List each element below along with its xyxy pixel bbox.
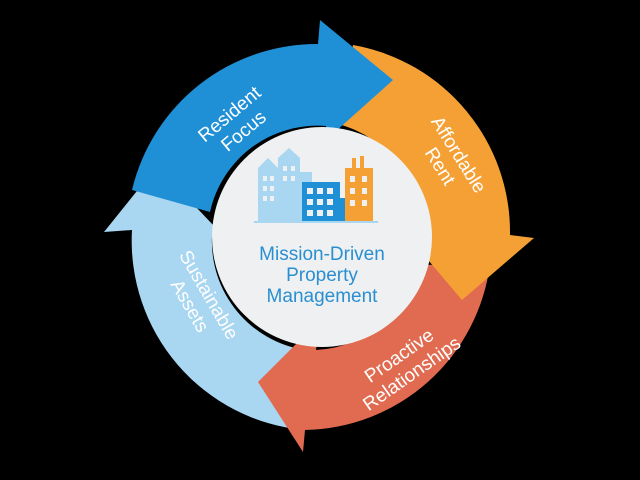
center-line-2: Property	[286, 265, 358, 286]
proactive-relationships-arrow	[258, 264, 490, 452]
sustainable-assets-arrow	[104, 166, 305, 430]
center-circle	[212, 127, 432, 347]
affordable-rent-arrow	[338, 45, 534, 300]
center-line-3: Management	[267, 286, 379, 307]
resident-focus-arrow	[132, 20, 393, 212]
city-buildings-icon	[254, 148, 378, 223]
center-line-1: Mission-Driven	[259, 244, 385, 265]
